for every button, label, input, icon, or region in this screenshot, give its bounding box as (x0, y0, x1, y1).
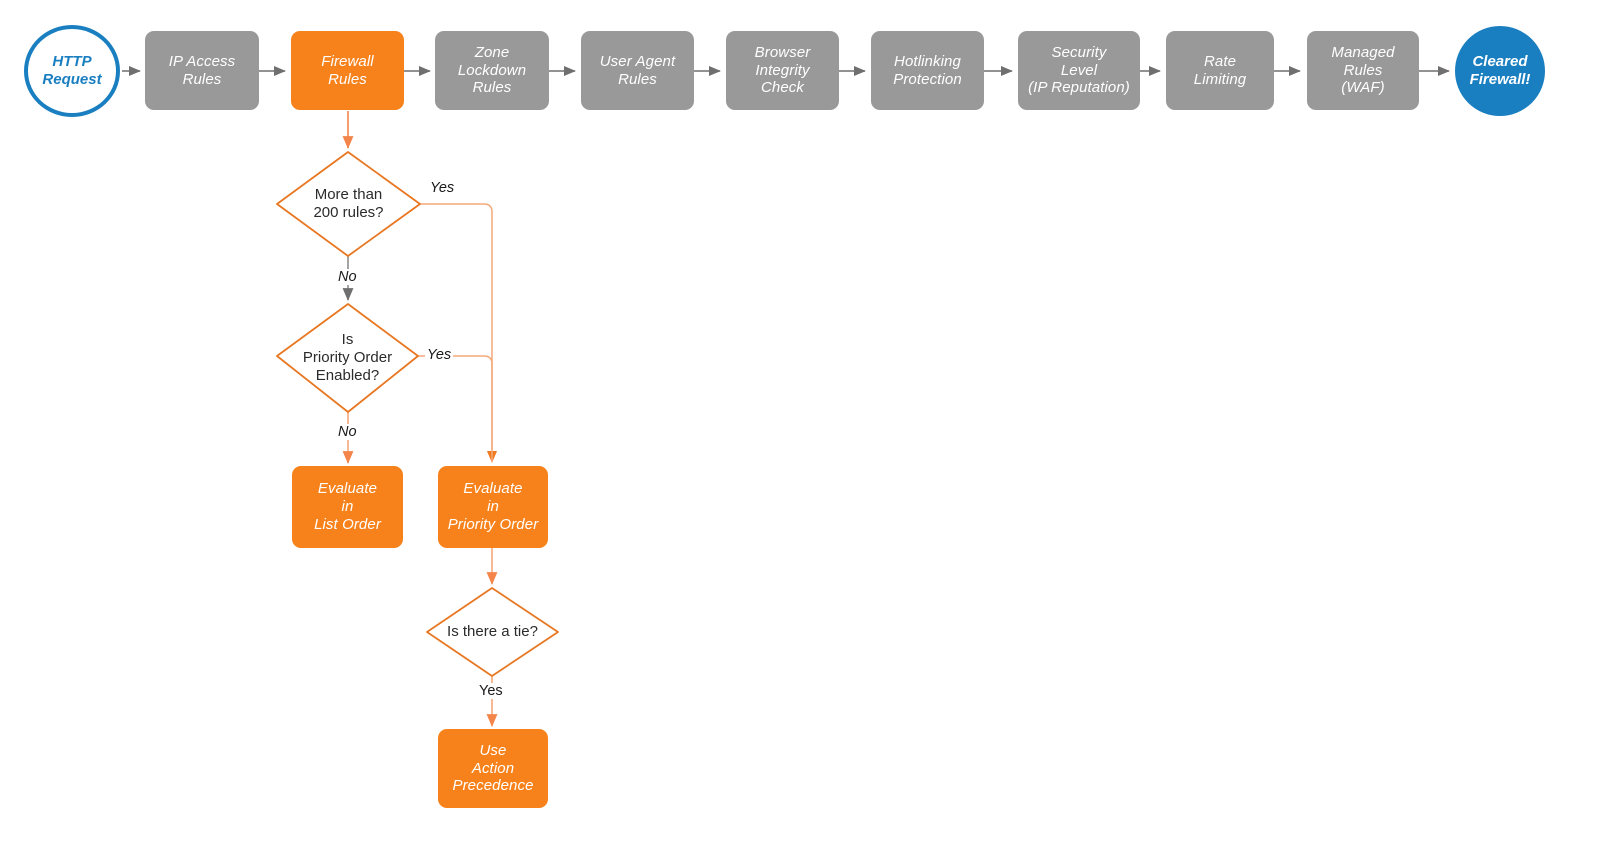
node-ip-access-rules-label: IP Access Rules (168, 52, 236, 88)
node-firewall-rules-label: Firewall Rules (321, 52, 374, 88)
node-security-level[interactable]: Security Level (IP Reputation) (1018, 31, 1140, 110)
edge-label-more-than-200-no: No (336, 269, 359, 285)
node-browser-integrity-check[interactable]: Browser Integrity Check (726, 31, 839, 110)
edge-label-tie-yes: Yes (477, 683, 505, 699)
node-evaluate-in-priority-order[interactable]: Evaluate in Priority Order (438, 466, 548, 548)
node-rate-limiting[interactable]: Rate Limiting (1166, 31, 1274, 110)
edge-label-more-than-200-yes: Yes (428, 180, 457, 196)
edge-label-priority-order-no: No (336, 424, 359, 440)
node-user-agent-rules-label: User Agent Rules (599, 52, 676, 88)
node-evaluate-in-priority-order-label: Evaluate in Priority Order (447, 480, 539, 533)
decision-is-there-a-tie[interactable]: Is there a tie? (427, 588, 558, 676)
node-cleared-firewall-label: Cleared Firewall! (1469, 53, 1531, 88)
node-zone-lockdown-rules[interactable]: Zone Lockdown Rules (435, 31, 549, 110)
node-use-action-precedence-label: Use Action Precedence (452, 741, 534, 795)
node-hotlinking-protection[interactable]: Hotlinking Protection (871, 31, 984, 110)
node-managed-rules-waf-label: Managed Rules (WAF) (1331, 43, 1395, 97)
node-browser-integrity-check-label: Browser Integrity Check (754, 43, 811, 97)
node-security-level-label: Security Level (IP Reputation) (1028, 43, 1130, 97)
node-evaluate-in-list-order-label: Evaluate in List Order (314, 480, 381, 533)
decision-priority-order-enabled[interactable]: Is Priority Order Enabled? (277, 304, 418, 412)
node-zone-lockdown-rules-label: Zone Lockdown Rules (457, 43, 527, 97)
decision-is-there-a-tie-label: Is there a tie? (447, 623, 538, 641)
node-cleared-firewall[interactable]: Cleared Firewall! (1455, 26, 1545, 116)
edge-decision1-yes (420, 203, 498, 463)
decision-more-than-200-rules[interactable]: More than 200 rules? (277, 152, 420, 256)
node-managed-rules-waf[interactable]: Managed Rules (WAF) (1307, 31, 1419, 110)
node-user-agent-rules[interactable]: User Agent Rules (581, 31, 694, 110)
decision-priority-order-enabled-label: Is Priority Order Enabled? (302, 331, 393, 384)
node-firewall-rules[interactable]: Firewall Rules (291, 31, 404, 110)
edge-decision2-yes (417, 355, 493, 462)
node-use-action-precedence[interactable]: Use Action Precedence (438, 729, 548, 808)
node-hotlinking-protection-label: Hotlinking Protection (893, 52, 962, 88)
edge-label-priority-order-yes: Yes (425, 347, 454, 363)
node-rate-limiting-label: Rate Limiting (1193, 52, 1247, 88)
node-http-request-label: HTTP Request (42, 53, 102, 88)
decision-more-than-200-rules-label: More than 200 rules? (313, 186, 384, 221)
node-evaluate-in-list-order[interactable]: Evaluate in List Order (292, 466, 403, 548)
node-http-request[interactable]: HTTP Request (24, 25, 120, 117)
node-ip-access-rules[interactable]: IP Access Rules (145, 31, 259, 110)
